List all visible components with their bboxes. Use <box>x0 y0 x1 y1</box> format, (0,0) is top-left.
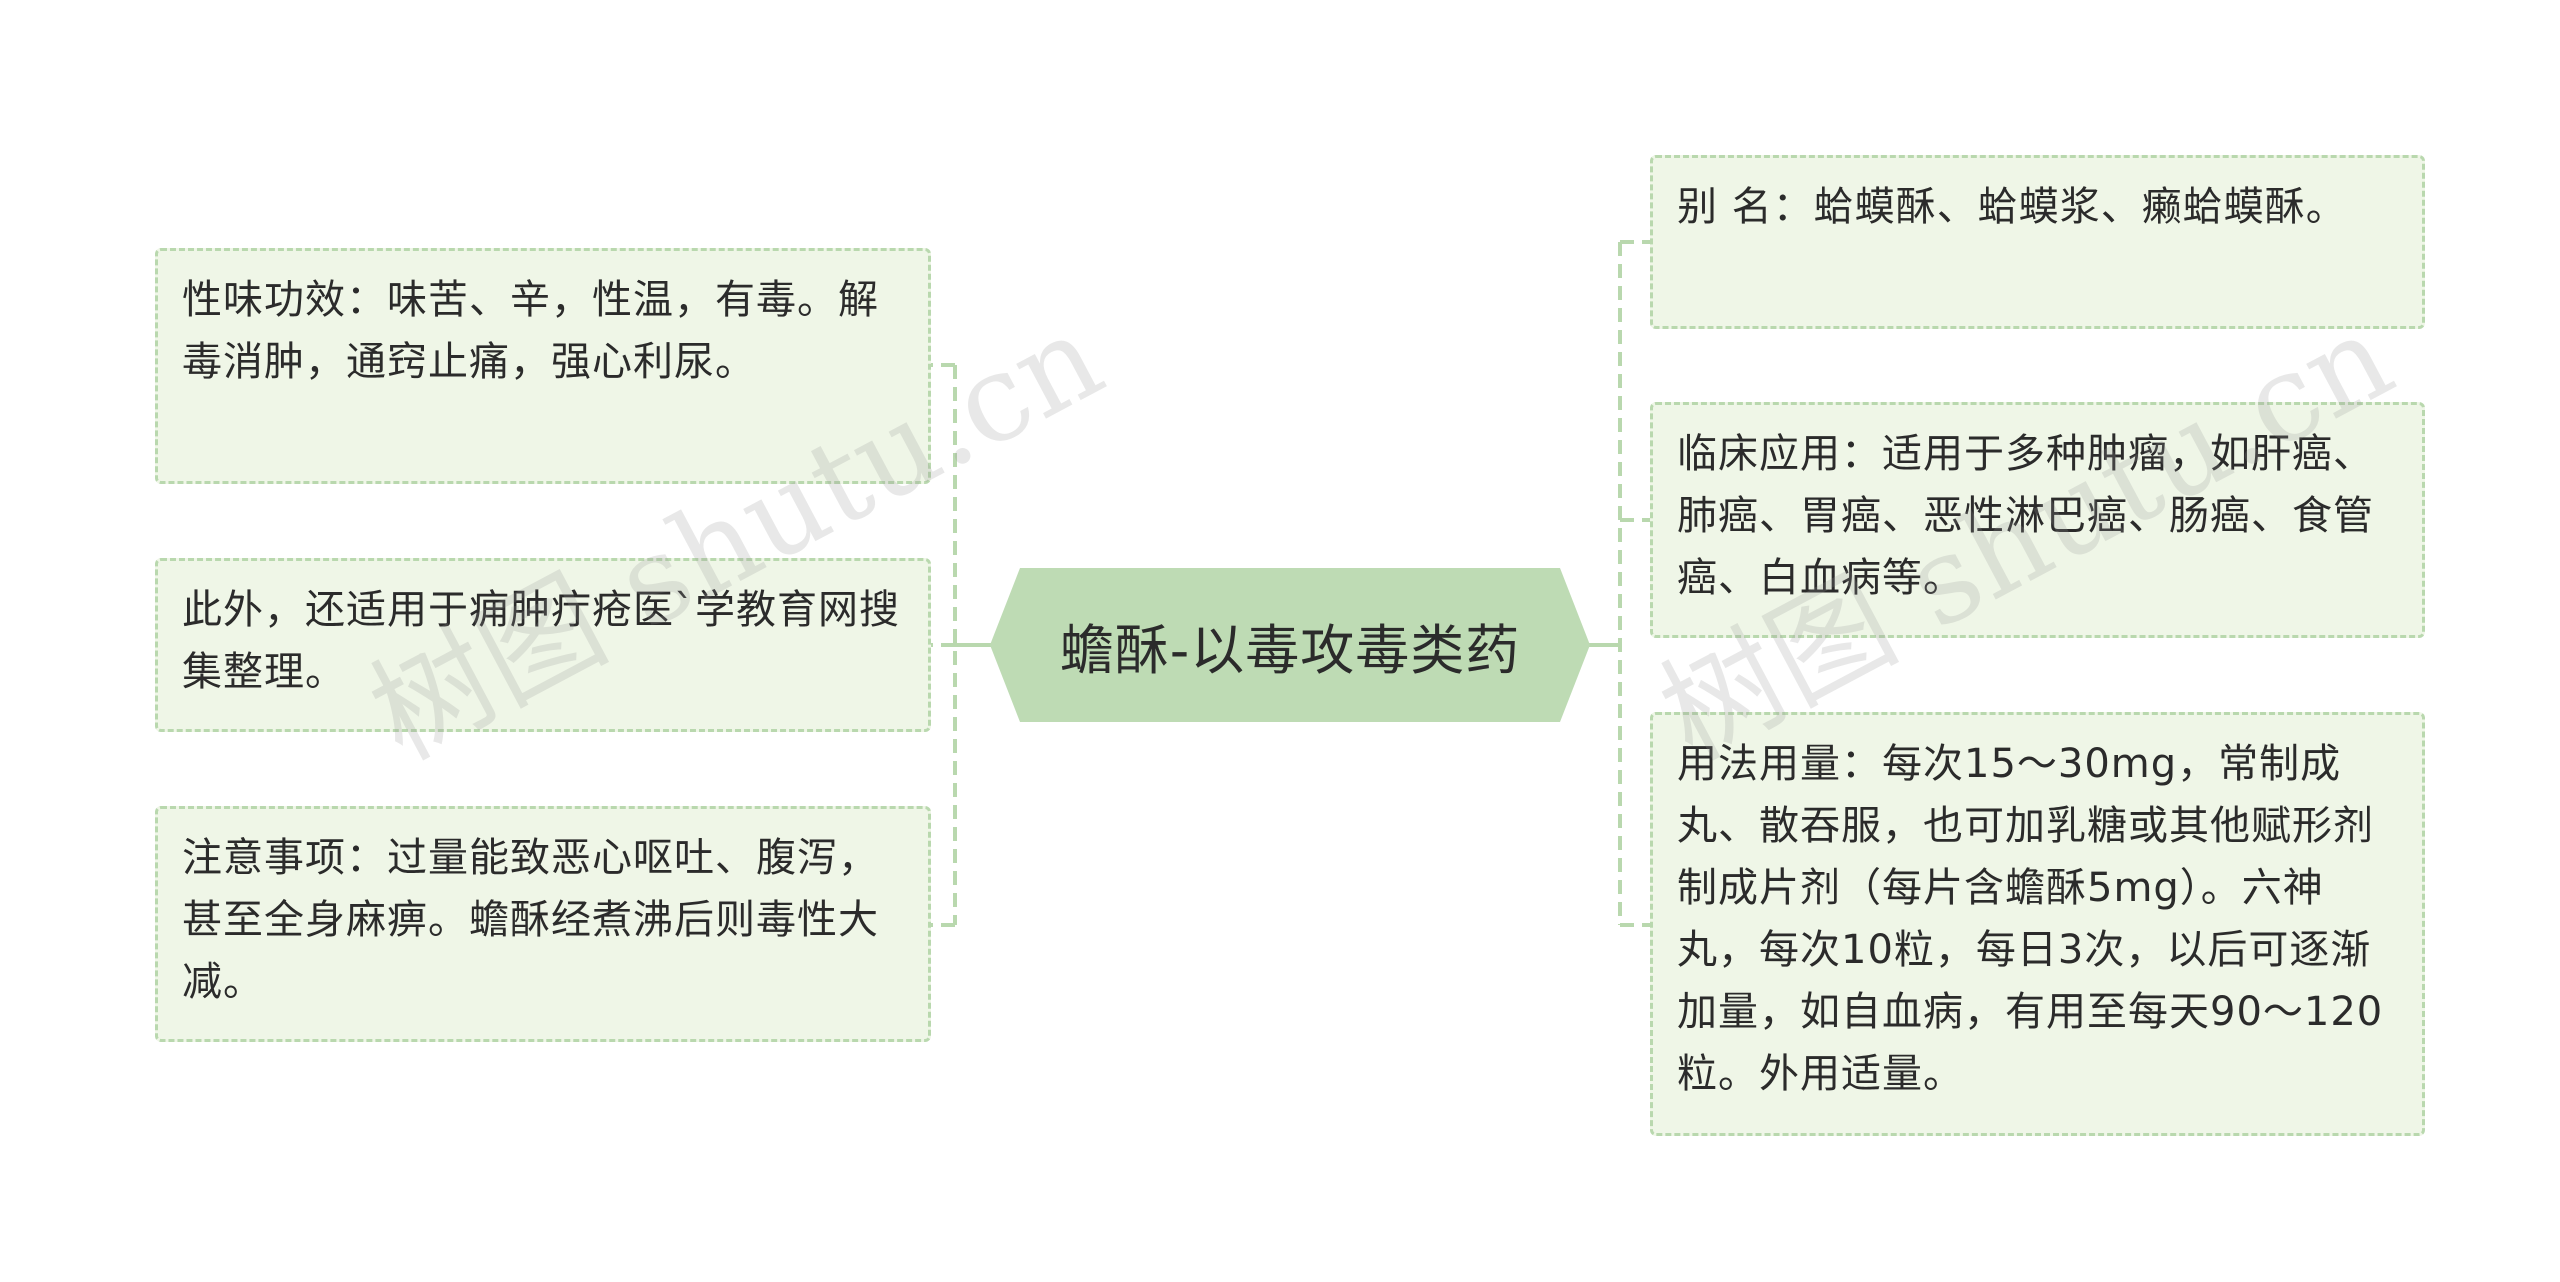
topic-node-other-uses[interactable]: 此外，还适用于痈肿疔疮医`学教育网搜集整理。 <box>155 558 931 732</box>
topic-node-text: 用法用量：每次15～30mg，常制成丸、散吞服，也可加乳糖或其他赋形剂制成片剂（… <box>1677 741 2384 1097</box>
topic-node-clinical-use[interactable]: 临床应用：适用于多种肿瘤，如肝癌、肺癌、胃癌、恶性淋巴癌、肠癌、食管癌、白血病等… <box>1650 402 2425 638</box>
topic-node-text: 此外，还适用于痈肿疔疮医`学教育网搜集整理。 <box>182 587 900 695</box>
topic-node-text: 别 名：蛤蟆酥、蛤蟆浆、癞蛤蟆酥。 <box>1677 184 2347 230</box>
topic-node-aliases[interactable]: 别 名：蛤蟆酥、蛤蟆浆、癞蛤蟆酥。 <box>1650 155 2425 329</box>
topic-node-text: 临床应用：适用于多种肿瘤，如肝癌、肺癌、胃癌、恶性淋巴癌、肠癌、食管癌、白血病等… <box>1677 431 2374 601</box>
topic-node-precautions[interactable]: 注意事项：过量能致恶心呕吐、腹泻，甚至全身麻痹。蟾酥经煮沸后则毒性大减。 <box>155 806 931 1042</box>
central-topic-title: 蟾酥-以毒攻毒类药 <box>1059 618 1521 682</box>
topic-node-dosage[interactable]: 用法用量：每次15～30mg，常制成丸、散吞服，也可加乳糖或其他赋形剂制成片剂（… <box>1650 712 2425 1136</box>
topic-node-text: 性味功效：味苦、辛，性温，有毒。解毒消肿，通窍止痛，强心利尿。 <box>182 277 879 385</box>
topic-node-text: 注意事项：过量能致恶心呕吐、腹泻，甚至全身麻痹。蟾酥经煮沸后则毒性大减。 <box>182 835 879 1005</box>
central-topic-shape <box>990 568 1590 722</box>
central-topic-node[interactable]: 蟾酥-以毒攻毒类药 <box>990 568 1590 722</box>
topic-node-properties[interactable]: 性味功效：味苦、辛，性温，有毒。解毒消肿，通窍止痛，强心利尿。 <box>155 248 931 484</box>
